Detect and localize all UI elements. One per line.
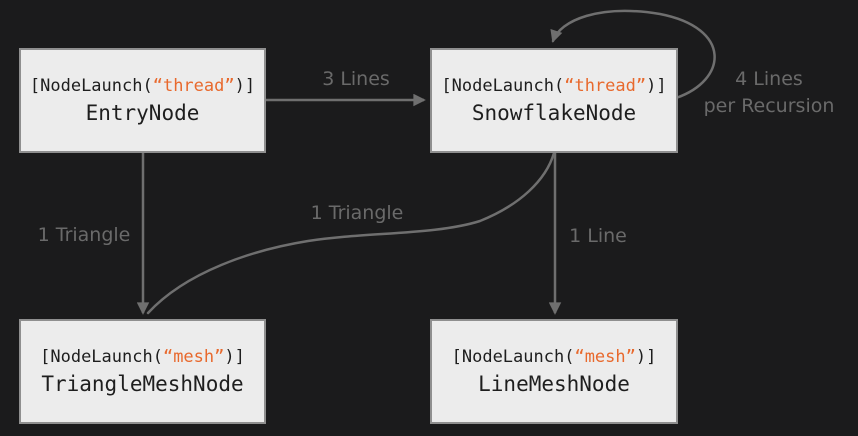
node-launch-attribute: [NodeLaunch(“thread”)] bbox=[441, 76, 666, 96]
attr-suffix: )] bbox=[646, 76, 667, 96]
node-entrynode: [NodeLaunch(“thread”)] EntryNode bbox=[19, 48, 266, 153]
attr-argument: “thread” bbox=[152, 76, 235, 96]
attr-argument: “thread” bbox=[564, 76, 647, 96]
node-launch-attribute: [NodeLaunch(“mesh”)] bbox=[40, 347, 245, 367]
node-launch-attribute: [NodeLaunch(“mesh”)] bbox=[452, 347, 657, 367]
attr-prefix: [NodeLaunch( bbox=[441, 76, 565, 96]
node-title: SnowflakeNode bbox=[471, 101, 637, 125]
edge-label-1-triangle-snowflake: 1 Triangle bbox=[310, 202, 404, 224]
attr-suffix: )] bbox=[224, 347, 245, 367]
node-title: LineMeshNode bbox=[478, 372, 630, 396]
attr-prefix: [NodeLaunch( bbox=[40, 347, 163, 367]
edge-label-3-lines: 3 Lines bbox=[322, 68, 390, 90]
edge-label-1-triangle-entry: 1 Triangle bbox=[37, 224, 131, 246]
attr-prefix: [NodeLaunch( bbox=[29, 76, 153, 96]
node-linemeshnode: [NodeLaunch(“mesh”)] LineMeshNode bbox=[430, 319, 678, 424]
attr-argument: “mesh” bbox=[162, 347, 225, 367]
attr-suffix: )] bbox=[635, 347, 657, 367]
node-trianglemeshnode: [NodeLaunch(“mesh”)] TriangleMeshNode bbox=[19, 319, 266, 424]
edge-label-4-lines-per-recursion: 4 Lines per Recursion bbox=[704, 66, 835, 120]
edge-snowflakenode-self-loop bbox=[550, 9, 716, 100]
edge-snowflakenode-to-trianglemeshnode bbox=[146, 151, 556, 315]
attr-prefix: [NodeLaunch( bbox=[451, 347, 575, 367]
edge-label-line-1: 4 Lines bbox=[735, 68, 803, 90]
attr-argument: “mesh” bbox=[574, 347, 636, 367]
edge-label-line-2: per Recursion bbox=[703, 95, 835, 117]
attr-suffix: )] bbox=[234, 76, 256, 96]
node-snowflakenode: [NodeLaunch(“thread”)] SnowflakeNode bbox=[430, 48, 678, 153]
edge-label-1-line: 1 Line bbox=[569, 225, 627, 247]
node-launch-attribute: [NodeLaunch(“thread”)] bbox=[30, 76, 255, 96]
node-title: TriangleMeshNode bbox=[41, 372, 244, 396]
node-title: EntryNode bbox=[85, 101, 200, 125]
